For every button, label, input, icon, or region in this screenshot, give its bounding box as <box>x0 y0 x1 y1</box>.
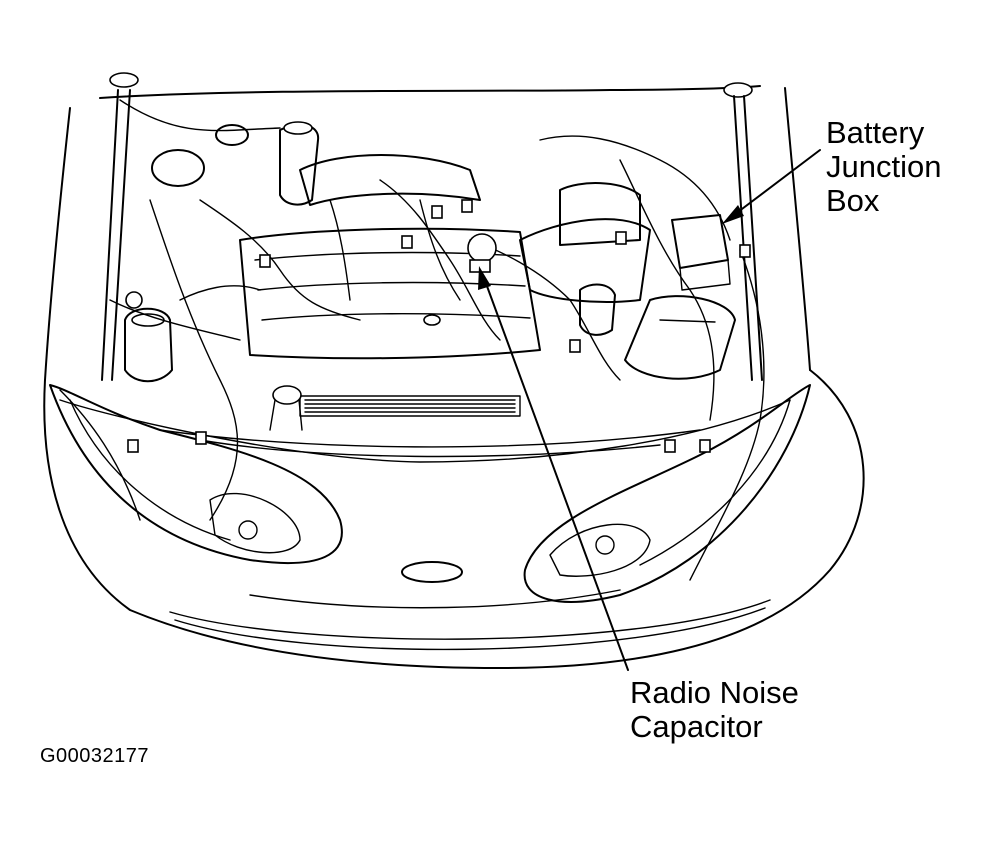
front-emblem <box>249 561 621 609</box>
battery-junction-box-label: Battery Junction Box <box>826 116 941 218</box>
radio-noise-capacitor <box>467 233 497 273</box>
brake-booster <box>151 124 249 187</box>
leader-radio-noise-capacitor <box>478 266 629 671</box>
headlamp-right <box>523 384 811 603</box>
coolant-reservoir <box>279 121 320 206</box>
connectors <box>127 199 751 453</box>
car-body-outline <box>43 85 865 669</box>
headlamp-left <box>49 384 343 564</box>
figure-id: G00032177 <box>40 745 150 767</box>
radio-noise-capacitor-label-line-1: Radio Noise <box>630 675 799 710</box>
battery-junction-box <box>671 214 731 291</box>
radio-noise-capacitor-label-line-2: Capacitor <box>630 709 763 744</box>
hood-struts <box>101 72 763 381</box>
battery-junction-box-label-line-2: Junction <box>826 149 942 184</box>
radiator <box>159 395 701 458</box>
engine-block <box>239 154 541 431</box>
wiring-harness <box>59 135 765 581</box>
air-filter-box <box>519 218 736 380</box>
battery <box>559 182 641 336</box>
leader-battery-junction-box <box>722 149 821 224</box>
washer-bottle <box>124 291 173 383</box>
battery-junction-box-label-line-1: Battery <box>826 115 925 150</box>
radio-noise-capacitor-label: Radio Noise Capacitor <box>630 676 799 744</box>
battery-junction-box-label-line-3: Box <box>826 183 880 218</box>
